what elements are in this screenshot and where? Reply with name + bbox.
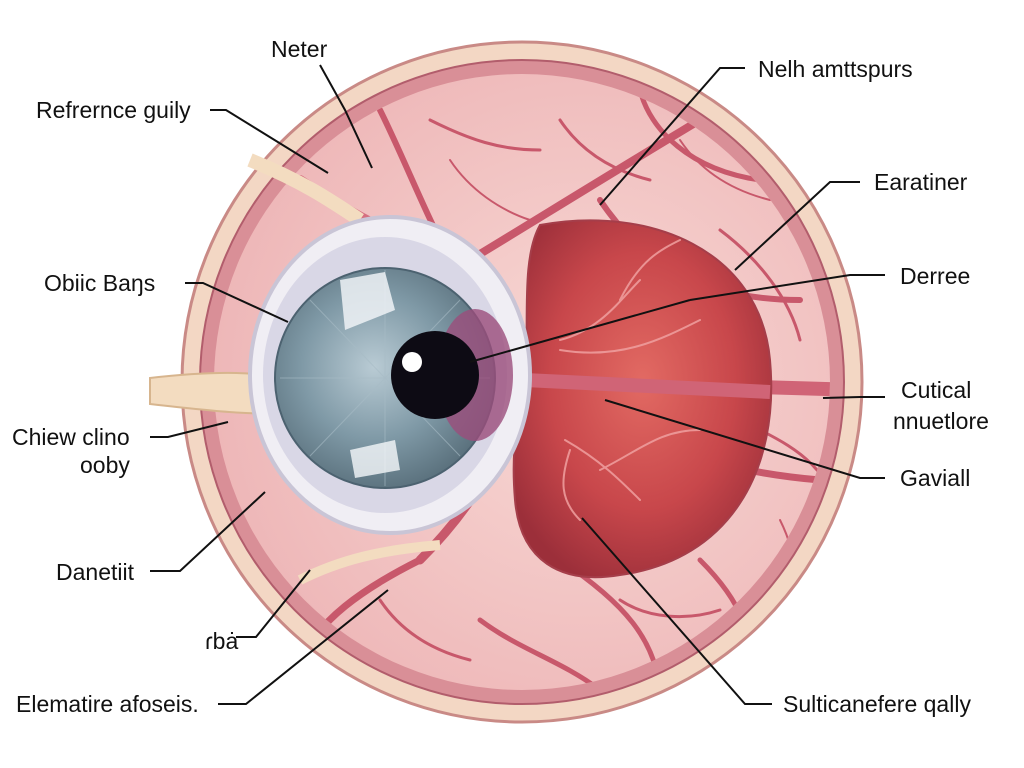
nerve-sheath-bottom: [297, 540, 441, 585]
eyeball: [248, 215, 532, 535]
label-obiic-bangs: Obiic Baŋs: [44, 270, 155, 296]
label-elematire-afoseis: Elematire afoseis.: [16, 691, 199, 717]
leader-elematire-afoseis: [218, 589, 389, 705]
leader-refrernce-guily: [210, 109, 329, 174]
label-rba: ɾbȧ: [205, 628, 238, 654]
leader-gaviall: [604, 399, 885, 479]
label-chiew-clino: Chiew clino: [12, 424, 130, 450]
leader-earatiner: [734, 181, 860, 271]
label-danetiit: Danetiit: [56, 559, 135, 585]
leader-lines: [150, 64, 885, 705]
leader-rba: [236, 569, 311, 638]
leader-obiic-bangs: [185, 282, 289, 323]
label-ooby: ooby: [80, 452, 130, 478]
label-earatiner: Earatiner: [874, 169, 968, 195]
label-nnuetlore: nnuetlore: [893, 408, 989, 434]
leader-nelh-amttspurs: [599, 67, 745, 206]
label-nelh-amttspurs: Nelh amttspurs: [758, 56, 913, 82]
label-derree: Derree: [900, 263, 970, 289]
label-cutical: Cutical: [901, 377, 971, 403]
leader-derree: [689, 274, 885, 301]
leader-cutical: [822, 396, 885, 399]
nerve-sheath-top: [247, 153, 364, 226]
leader-neter: [319, 64, 373, 169]
leader-derree-pupil: [469, 299, 691, 363]
retina: [512, 219, 773, 579]
label-neter: Neter: [271, 36, 328, 62]
label-gaviall: Gaviall: [900, 465, 970, 491]
pupil: [391, 331, 479, 419]
leader-danetiit: [150, 491, 266, 572]
leader-chiew-clino: [150, 421, 229, 438]
label-sulticanefere-qally: Sulticanefere qally: [783, 691, 971, 717]
label-refrernce-guily: Refrernce guily: [36, 97, 191, 123]
leader-sulticanefere-qally: [581, 517, 772, 705]
